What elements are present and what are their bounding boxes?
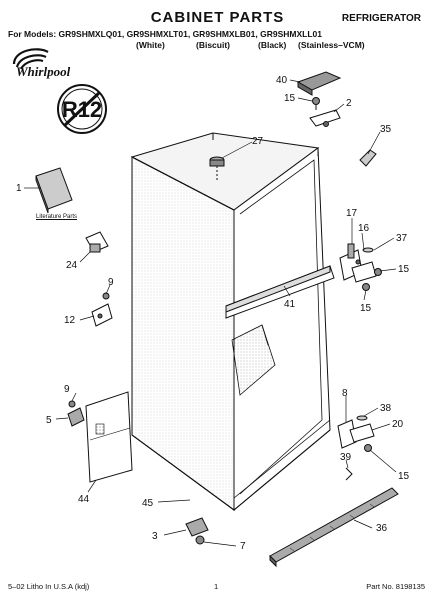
callout-36: 36 [376,523,388,534]
callout-15: 15 [360,303,372,314]
callout-labels: 40 15 2 35 27 1 17 16 37 15 15 24 9 12 4… [16,75,410,552]
top-hinge [309,109,341,127]
bottom-hinge [337,415,375,452]
whirlpool-logo: Whirlpool [12,48,71,79]
callout-9: 9 [108,277,114,288]
callout-39: 39 [340,452,352,463]
callout-16: 16 [358,223,370,234]
callout-12: 12 [64,315,76,326]
litho-note: 5–02 Litho In U.S.A (kdj) [8,582,90,591]
logo-text: Whirlpool [16,64,71,79]
callout-9: 9 [64,384,70,395]
callout-45: 45 [142,498,154,509]
top-hinge-cover [296,71,342,96]
callout-24: 24 [66,260,78,271]
door-hinge-part [85,231,109,253]
door-stop [359,149,377,167]
models-prefix: For Models: [8,29,57,39]
hinge-screw [312,97,320,110]
callout-2: 2 [346,98,352,109]
callout-35: 35 [380,124,392,135]
center-hinge [339,243,382,291]
leader-lines [24,79,397,547]
model-number: GR9SHMXLB01, [192,29,258,39]
refrigerant-badge: R12 [57,84,107,134]
leveling-bracket [67,400,85,427]
callout-7: 7 [240,541,246,552]
callout-40: 40 [276,75,288,86]
model-number: GR9SHMXLQ01, [58,29,125,39]
page-number: 1 [214,582,219,591]
callout-44: 44 [78,494,90,505]
callout-1: 1 [16,183,22,194]
page-title: CABINET PARTS [150,9,285,26]
callout-15: 15 [398,471,410,482]
literature-parts-label: Literature Parts [36,214,78,220]
callout-27: 27 [252,136,264,147]
callout-20: 20 [392,419,404,430]
callout-38: 38 [380,403,392,414]
callout-37: 37 [396,233,408,244]
center-rail [225,265,335,319]
callout-5: 5 [46,415,52,426]
appliance-category: REFRIGERATOR [341,13,421,24]
model-list: For Models: GR9SHMXLQ01, GR9SHMXLT01, GR… [8,29,322,39]
refrigerator-cabinet [130,132,331,512]
literature-book-part [35,167,73,214]
color-biscuit: (Biscuit) [196,40,230,50]
callout-3: 3 [152,531,158,542]
color-white: (White) [136,40,165,50]
model-number: GR9SHMXLT01, [126,29,191,39]
callout-15: 15 [398,264,410,275]
handle-mount [91,292,113,327]
part-number: Part No. 8198135 [366,582,425,591]
callout-8: 8 [342,388,348,399]
callout-17: 17 [346,208,358,219]
toe-grille [269,487,399,568]
color-black: (Black) [258,40,287,50]
color-stainless: (Stainless–VCM) [298,40,365,50]
leveling-leg [185,517,209,545]
callout-41: 41 [284,299,296,310]
back-panel [85,391,133,483]
model-number: GR9SHMXLL01 [260,29,322,39]
spring-clip [345,467,353,481]
cabinet-plug [209,156,225,182]
callout-15: 15 [284,93,296,104]
